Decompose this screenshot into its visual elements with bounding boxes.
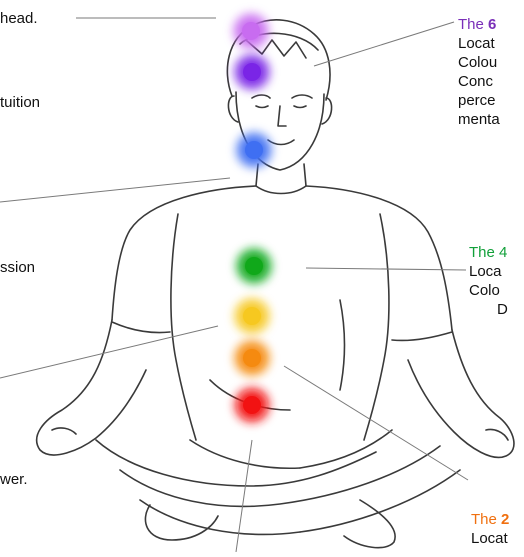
sixth-chakra-line-4: perce — [458, 91, 500, 110]
sixth-chakra-label: The 6 Locat Colou Conc perce menta — [458, 15, 500, 129]
second-chakra-label: The 2 Locat — [471, 510, 509, 548]
throat-label-fragment: ssion — [0, 258, 35, 277]
sixth-chakra-line-2: Colou — [458, 53, 500, 72]
chakra-dots — [232, 12, 273, 424]
leader-line-second — [284, 366, 468, 480]
solar-plexus-chakra-core — [243, 307, 261, 325]
sixth-chakra-line-5: menta — [458, 110, 500, 129]
crown-label-fragment: head. — [0, 9, 38, 28]
second-chakra-title-prefix: The — [471, 511, 501, 528]
leader-line-sixth — [314, 22, 454, 66]
sixth-chakra-title: The 6 — [458, 15, 500, 34]
root-chakra-core — [243, 396, 261, 414]
fourth-chakra-label: The 4 Loca Colo D — [469, 243, 508, 319]
sacral-chakra-core — [243, 349, 261, 367]
sixth-chakra-title-prefix: The — [458, 16, 488, 33]
throat-chakra-core — [245, 141, 263, 159]
crown-chakra-core — [242, 22, 260, 40]
sixth-chakra-number: 6 — [488, 16, 496, 33]
sixth-chakra-line-1: Locat — [458, 34, 500, 53]
fourth-chakra-title: The 4 — [469, 243, 508, 262]
leader-line-root — [236, 440, 252, 552]
figure-outline — [37, 20, 514, 548]
sixth-chakra-line-3: Conc — [458, 72, 500, 91]
leader-line-throat — [0, 178, 230, 202]
second-chakra-number: 2 — [501, 511, 509, 528]
fourth-chakra-line-3: D — [469, 300, 508, 319]
solar-plexus-label-fragment: wer. — [0, 470, 28, 489]
fourth-chakra-line-1: Loca — [469, 262, 508, 281]
fourth-chakra-line-2: Colo — [469, 281, 508, 300]
second-chakra-line-1: Locat — [471, 529, 509, 548]
leader-lines — [0, 18, 468, 552]
third-eye-label-fragment: tuition — [0, 93, 40, 112]
heart-chakra-core — [245, 257, 263, 275]
third-eye-chakra-core — [243, 63, 261, 81]
